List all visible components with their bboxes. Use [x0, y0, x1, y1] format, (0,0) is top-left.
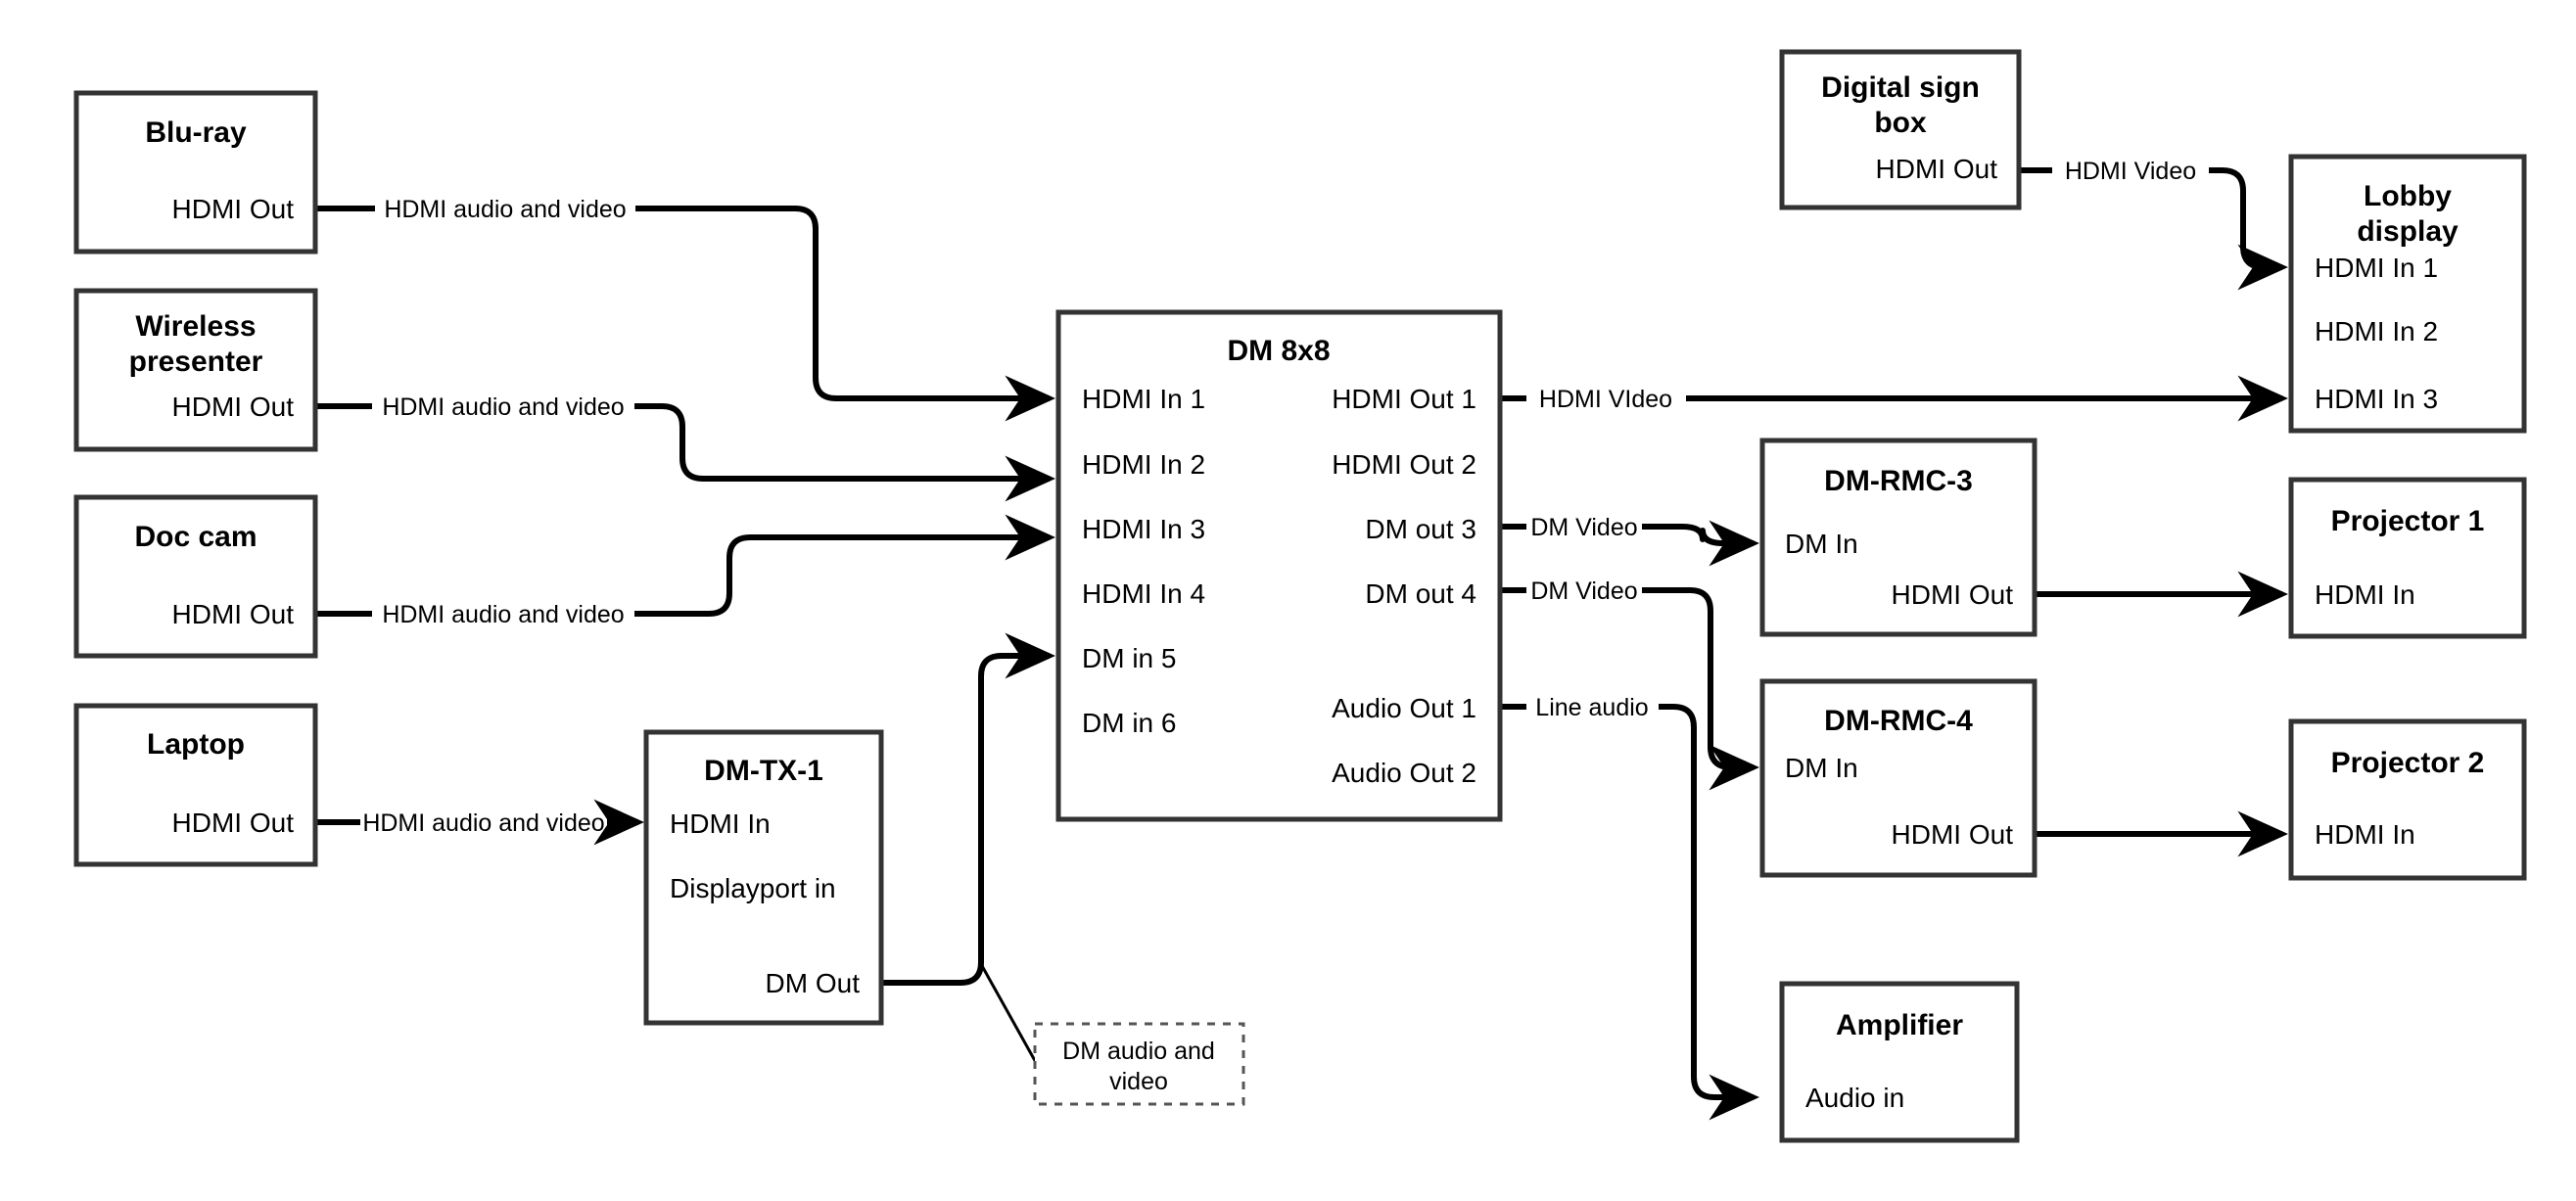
node-laptop-port-hdmi-out: HDMI Out — [172, 808, 295, 838]
node-dm-tx-1-title: DM-TX-1 — [704, 755, 823, 787]
callout-dm-audio-and-video: DM audio and video — [1033, 1022, 1245, 1106]
node-dm-rmc-4-title: DM-RMC-4 — [1824, 705, 1973, 737]
edge-label-dm-out-3-to-rmc3: DM Video — [1530, 514, 1637, 541]
node-dm-8x8-input-hdmi-in-3: HDMI In 3 — [1082, 514, 1205, 544]
node-lobby-display-port-hdmi-in-3: HDMI In 3 — [2315, 384, 2438, 414]
edge-label-audio-out-1-to-amplifier: Line audio — [1535, 694, 1648, 721]
node-wireless-presenter-port-hdmi-out: HDMI Out — [172, 392, 295, 422]
node-dm-8x8-output-audio-out-1: Audio Out 1 — [1332, 693, 1476, 723]
node-wireless-presenter-title-line1: Wireless — [135, 310, 256, 343]
node-projector-2-title: Projector 2 — [2331, 747, 2485, 779]
node-amplifier-title: Amplifier — [1836, 1009, 1963, 1041]
node-dm-8x8[interactable]: DM 8x8 HDMI In 1 HDMI In 2 HDMI In 3 HDM… — [1055, 309, 1503, 822]
callout-text-line2: video — [1109, 1068, 1168, 1095]
node-amplifier-port-audio-in: Audio in — [1805, 1083, 1904, 1113]
node-doc-cam-port-hdmi-out: HDMI Out — [172, 599, 295, 629]
node-lobby-display[interactable]: Lobby display HDMI In 1 HDMI In 2 HDMI I… — [2288, 154, 2527, 434]
node-wireless-presenter-title-line2: presenter — [129, 346, 263, 378]
node-lobby-display-port-hdmi-in-2: HDMI In 2 — [2315, 316, 2438, 346]
node-projector-2[interactable]: Projector 2 HDMI In — [2288, 718, 2527, 881]
wire-dmtx1-to-dm-in-5 — [881, 632, 1056, 986]
edge-label-signbox-to-lobby: HDMI Video — [2065, 158, 2196, 185]
node-lobby-display-title-line1: Lobby — [2364, 180, 2452, 212]
node-dm-8x8-output-audio-out-2: Audio Out 2 — [1332, 758, 1476, 788]
node-dm-tx-1-port-dm-out: DM Out — [766, 968, 861, 998]
callout-text-line1: DM audio and — [1062, 1038, 1215, 1065]
node-dm-tx-1-port-hdmi-in: HDMI In — [670, 808, 771, 839]
node-dm-8x8-input-hdmi-in-1: HDMI In 1 — [1082, 384, 1205, 414]
node-wireless-presenter[interactable]: Wireless presenter HDMI Out — [73, 288, 318, 452]
wire-bluray-to-hdmi-in-1 — [315, 206, 1050, 398]
node-dm-8x8-output-dm-out-3: DM out 3 — [1365, 514, 1476, 544]
edge-label-doccam-to-hdmi-in-3: HDMI audio and video — [382, 601, 624, 628]
node-doc-cam-title: Doc cam — [134, 521, 257, 553]
node-dm-8x8-output-hdmi-out-2: HDMI Out 2 — [1332, 449, 1476, 480]
edge-label-laptop-to-dm-tx-1: HDMI audio and video — [362, 809, 604, 837]
node-dm-rmc-3-title: DM-RMC-3 — [1824, 465, 1973, 497]
node-digital-sign-box[interactable]: Digital sign box HDMI Out — [1779, 49, 2022, 210]
wire-wireless-to-hdmi-in-2 — [315, 403, 1050, 479]
node-dm-8x8-input-hdmi-in-2: HDMI In 2 — [1082, 449, 1205, 480]
wire-dm-out-3-to-rmc3 — [1500, 527, 1754, 543]
node-bluray-port-hdmi-out: HDMI Out — [172, 194, 295, 224]
node-dm-rmc-3-port-hdmi-out: HDMI Out — [1892, 579, 2014, 610]
node-projector-1[interactable]: Projector 1 HDMI In — [2288, 477, 2527, 639]
node-dm-rmc-4[interactable]: DM-RMC-4 DM In HDMI Out — [1759, 678, 2037, 878]
node-laptop-title: Laptop — [147, 728, 245, 761]
node-lobby-display-title-line2: display — [2357, 215, 2459, 248]
node-laptop[interactable]: Laptop HDMI Out — [73, 703, 318, 867]
node-dm-tx-1[interactable]: DM-TX-1 HDMI In Displayport in DM Out — [643, 729, 884, 1026]
node-digital-sign-box-port-hdmi-out: HDMI Out — [1876, 154, 1998, 184]
wire-doccam-to-hdmi-in-3 — [315, 537, 1050, 617]
node-amplifier[interactable]: Amplifier Audio in — [1779, 981, 2020, 1143]
node-digital-sign-box-title-line2: box — [1874, 107, 1927, 139]
node-dm-rmc-4-port-hdmi-out: HDMI Out — [1892, 819, 2014, 850]
edge-label-hdmi-out-1-to-lobby: HDMI VIdeo — [1539, 386, 1672, 413]
node-projector-2-port-hdmi-in: HDMI In — [2315, 819, 2415, 850]
node-dm-rmc-4-port-dm-in: DM In — [1785, 753, 1858, 783]
node-dm-8x8-input-dm-in-5: DM in 5 — [1082, 643, 1176, 673]
node-doc-cam[interactable]: Doc cam HDMI Out — [73, 494, 318, 659]
node-dm-8x8-output-dm-out-4: DM out 4 — [1365, 578, 1476, 609]
node-projector-1-title: Projector 1 — [2331, 505, 2485, 537]
node-dm-rmc-3-port-dm-in: DM In — [1785, 529, 1858, 559]
wire-signbox-to-lobby-hdmi-in-1 — [2019, 167, 2282, 267]
node-lobby-display-port-hdmi-in-1: HDMI In 1 — [2315, 253, 2438, 283]
wire-dm-out-4-to-rmc4 — [1500, 587, 1754, 767]
wire-audio-out-1-to-amplifier — [1500, 704, 1754, 1097]
node-digital-sign-box-title-line1: Digital sign — [1821, 71, 1980, 104]
node-projector-1-port-hdmi-in: HDMI In — [2315, 579, 2415, 610]
node-dm-tx-1-port-displayport-in: Displayport in — [670, 873, 836, 903]
node-dm-rmc-3[interactable]: DM-RMC-3 DM In HDMI Out — [1759, 438, 2037, 637]
node-bluray-title: Blu-ray — [145, 116, 247, 149]
node-bluray[interactable]: Blu-ray HDMI Out — [73, 90, 318, 254]
node-dm-8x8-input-dm-in-6: DM in 6 — [1082, 708, 1176, 738]
node-dm-8x8-title: DM 8x8 — [1227, 335, 1330, 367]
edge-label-bluray-to-hdmi-in-1: HDMI audio and video — [384, 196, 626, 223]
edge-label-dm-out-4-to-rmc4: DM Video — [1530, 577, 1637, 605]
node-dm-8x8-input-hdmi-in-4: HDMI In 4 — [1082, 578, 1205, 609]
edge-label-wireless-to-hdmi-in-2: HDMI audio and video — [382, 393, 624, 421]
node-dm-8x8-output-hdmi-out-1: HDMI Out 1 — [1332, 384, 1476, 414]
callout-leader-line — [979, 963, 1040, 1067]
